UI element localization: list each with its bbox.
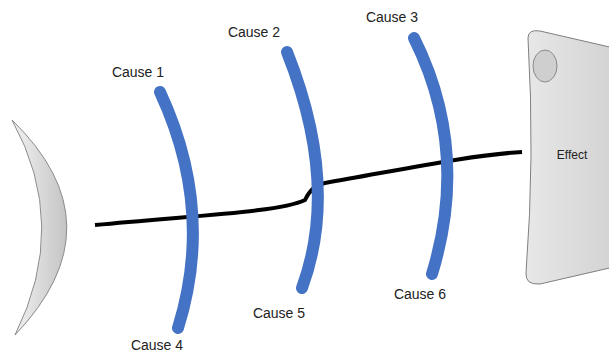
cause-label: Cause 2 [228,24,280,40]
fish-tail [12,120,67,335]
head-outline [526,31,609,284]
spine-line [95,152,522,225]
cause-label: Cause 3 [366,9,418,25]
cause-label: Cause 1 [112,64,164,80]
cause-label: Cause 5 [253,305,305,321]
effect-label: Effect [557,148,587,162]
cause-label: Cause 4 [131,337,183,353]
effect-head: Effect [520,28,609,285]
cause-bone [414,38,447,274]
cause-bone [160,92,193,328]
cause-label: Cause 6 [394,286,446,302]
cause-bone [287,52,318,288]
fish-eye [533,50,557,82]
